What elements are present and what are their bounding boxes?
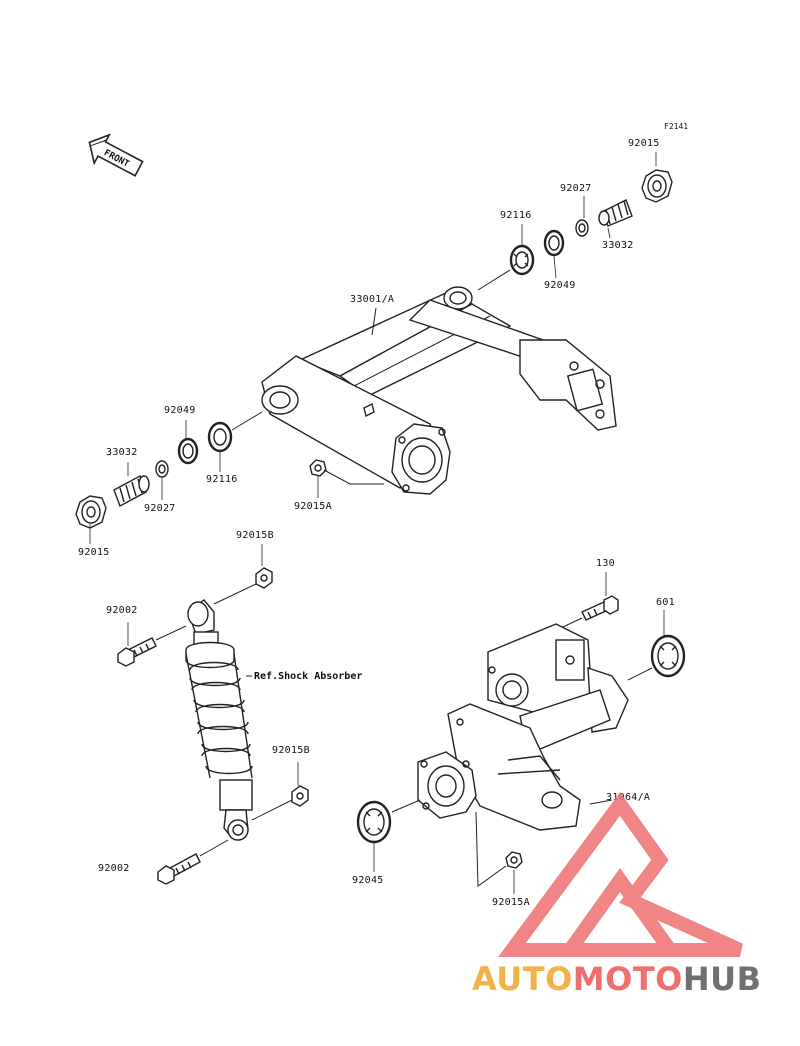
nut-92015A-upper xyxy=(309,459,327,477)
part-label-92027-left: 92027 xyxy=(144,503,176,514)
bearing-92045 xyxy=(356,800,392,844)
part-label-92015B-lower: 92015B xyxy=(272,745,310,756)
washer-left xyxy=(155,460,169,478)
part-label-92045: 92045 xyxy=(352,875,384,886)
part-label-92116-top: 92116 xyxy=(500,210,532,221)
part-label-92015-top: 92015 xyxy=(628,138,660,149)
ref-shock-absorber-label: Ref.Shock Absorber xyxy=(254,671,363,682)
seal-upper-right xyxy=(543,229,565,257)
nut-left xyxy=(75,495,107,529)
nut-92015A-lower xyxy=(505,851,523,869)
watermark-word-auto: AUTO xyxy=(472,960,573,998)
figure-code: F2141 xyxy=(664,122,689,131)
part-label-92049-left: 92049 xyxy=(164,405,196,416)
swing-arm xyxy=(261,286,617,495)
bearing-601 xyxy=(650,634,686,678)
bolt-92002-lower xyxy=(157,853,201,885)
part-label-92002-upper: 92002 xyxy=(106,605,138,616)
bolt-92002-upper xyxy=(117,637,157,667)
bearing-upper-right xyxy=(509,244,535,276)
part-label-33032-top: 33032 xyxy=(602,240,634,251)
front-direction-arrow-icon: FRONT xyxy=(88,133,144,177)
seal-left xyxy=(177,437,199,465)
part-label-33001A: 33001/A xyxy=(350,294,395,305)
part-label-92116-left: 92116 xyxy=(206,474,238,485)
part-label-31064A: 31064/A xyxy=(606,792,651,803)
part-label-92027-top: 92027 xyxy=(560,183,592,194)
washer-upper-right xyxy=(575,219,589,237)
watermark-text: AUTOMOTOHUB xyxy=(472,960,762,998)
watermark-word-hub: HUB xyxy=(682,960,762,998)
part-label-33032-left: 33032 xyxy=(106,447,138,458)
part-label-130: 130 xyxy=(596,558,615,569)
bushing-left xyxy=(113,475,150,507)
part-label-601: 601 xyxy=(656,597,675,608)
automotohub-logo-icon xyxy=(498,792,743,957)
part-label-92015A-upper: 92015A xyxy=(294,501,332,512)
part-label-92002-lower: 92002 xyxy=(98,863,130,874)
part-label-92015-left: 92015 xyxy=(78,547,110,558)
watermark-word-moto: MOTO xyxy=(572,960,683,998)
part-label-92015A-lower: 92015A xyxy=(492,897,530,908)
bearing-left xyxy=(207,421,233,453)
nut-92015B-upper xyxy=(255,567,273,589)
shock-absorber xyxy=(185,599,253,841)
axle-housing xyxy=(417,623,629,831)
bushing-upper-right xyxy=(598,199,633,227)
nut-92015B-lower xyxy=(291,785,309,807)
nut-upper-right xyxy=(641,169,673,203)
part-label-92049-top: 92049 xyxy=(544,280,576,291)
bolt-130 xyxy=(581,595,619,621)
part-label-92015B-upper: 92015B xyxy=(236,530,274,541)
